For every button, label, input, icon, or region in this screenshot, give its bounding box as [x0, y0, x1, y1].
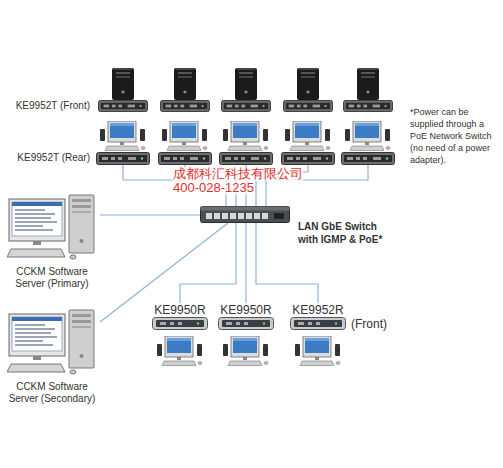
device-label: KE9950R	[152, 303, 208, 317]
transmitter-unit	[284, 100, 333, 111]
device-icon	[99, 100, 148, 111]
workstation	[223, 336, 268, 366]
switch-icon	[201, 207, 290, 223]
receiver-unit: KE9950R	[152, 303, 208, 330]
device-label: KE9952T (Front)	[16, 100, 90, 112]
receiver-icon	[291, 318, 346, 330]
receiver-icon	[290, 317, 346, 330]
receiver-unit: KE9952R(Front)	[290, 303, 346, 330]
tower-pc	[112, 68, 134, 100]
receiver-unit: KE9950R	[218, 303, 274, 330]
transmitter-unit	[222, 100, 271, 111]
receiver-icon	[152, 317, 208, 330]
device-label: KE9950R	[218, 303, 274, 317]
footnote: *Power can be supplied through a PoE Net…	[410, 106, 500, 166]
receiver-icon	[219, 318, 274, 330]
workstation	[100, 121, 145, 151]
server-workstation: CCKM Software Server (Primary)	[4, 193, 100, 290]
network-wire	[100, 223, 228, 322]
workstation	[285, 121, 330, 151]
transmitter-unit	[220, 153, 273, 165]
transmitter-unit	[282, 153, 335, 165]
transmitter-unit: KE9952T (Front)	[96, 100, 150, 112]
transmitter-unit	[159, 153, 212, 165]
server-workstation: CCKM Software Server (Secondary)	[4, 308, 100, 405]
switch-icon	[200, 206, 290, 223]
workstation	[223, 121, 268, 151]
device-label: KE9952R	[290, 303, 346, 317]
network-wire	[180, 223, 236, 303]
network-switch: LAN GbE Switch with IGMP & PoE*	[200, 206, 290, 223]
transmitter-unit	[342, 153, 395, 165]
network-wire	[100, 214, 200, 215]
device-icon	[96, 100, 150, 112]
workstation	[162, 121, 207, 151]
network-wire	[245, 223, 246, 303]
server-label: CCKM Software Server (Secondary)	[4, 381, 100, 405]
server-icon	[7, 308, 97, 378]
workstation	[157, 336, 202, 366]
workstation	[295, 336, 340, 366]
server-label: CCKM Software Server (Primary)	[4, 266, 100, 290]
tower-pc	[235, 68, 257, 100]
receiver-icon	[153, 318, 208, 330]
receiver-icon	[218, 317, 274, 330]
server-icon	[7, 193, 97, 263]
watermark: 400-028-1235	[173, 181, 254, 195]
device-label: (Front)	[351, 317, 387, 331]
transmitter-unit	[161, 100, 210, 111]
transmitter-unit: KE9952T (Rear)	[96, 152, 150, 165]
transmitter-unit	[344, 100, 393, 111]
workstation	[345, 121, 390, 151]
tower-pc	[174, 68, 196, 100]
device-label: KE9952T (Rear)	[17, 152, 90, 164]
server-icon	[7, 195, 94, 259]
switch-label: LAN GbE Switch with IGMP & PoE*	[298, 220, 390, 246]
tower-pc	[357, 68, 379, 100]
tower-pc	[297, 68, 319, 100]
watermark: 成都科汇科技有限公司	[173, 167, 303, 181]
device-icon	[97, 153, 150, 165]
device-icon	[96, 152, 150, 165]
server-icon	[7, 310, 94, 374]
